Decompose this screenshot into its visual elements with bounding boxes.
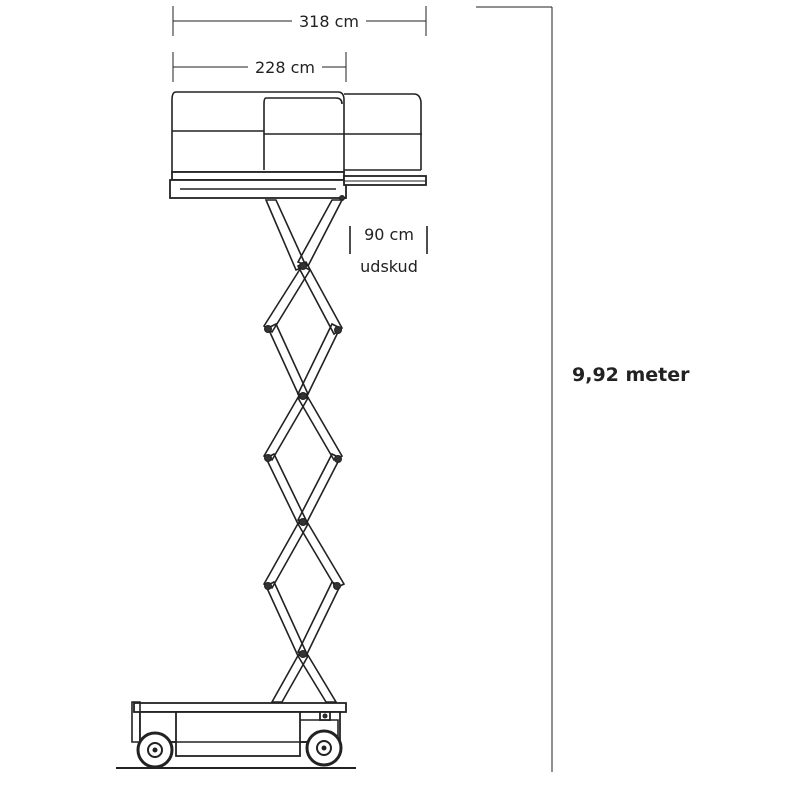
lift-chassis — [131, 701, 347, 757]
working-height-dimension: 9,92 meter — [476, 6, 690, 772]
scissor-pivots — [264, 262, 342, 658]
rear-wheel — [305, 729, 343, 767]
platform-width-dimension: 228 cm — [172, 52, 347, 82]
work-platform — [169, 91, 427, 201]
total-width-dimension: 318 cm — [172, 6, 427, 36]
working-height-label: 9,92 meter — [572, 364, 690, 386]
overhang-text-label: udskud — [360, 257, 418, 276]
overhang-dimension: 90 cm udskud — [349, 225, 428, 276]
platform-width-label: 228 cm — [255, 58, 315, 77]
overhang-value-label: 90 cm — [364, 225, 414, 244]
front-wheel — [136, 731, 174, 769]
total-width-label: 318 cm — [299, 12, 359, 31]
scissor-arms — [262, 199, 346, 703]
